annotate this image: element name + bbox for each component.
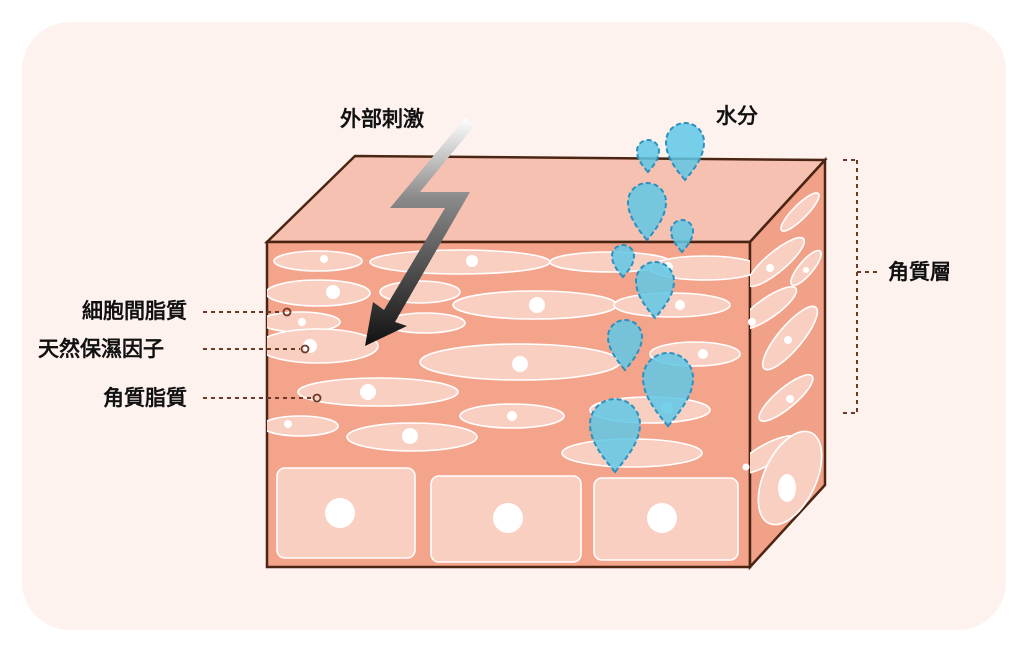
water-drop-icon — [588, 122, 706, 474]
external-stimulus-label: 外部刺激 — [340, 107, 424, 131]
intercellular-lipids-label: 細胞間脂質 — [82, 299, 187, 323]
keratin-lipids-label: 角質脂質 — [103, 386, 187, 410]
side-nuclei — [742, 264, 809, 502]
label-leader-lines — [203, 311, 312, 399]
leader-end-markers — [282, 307, 322, 403]
nmf-label: 天然保濕因子 — [38, 337, 164, 361]
lightning-arrow-icon — [365, 118, 475, 346]
water-label: 水分 — [716, 104, 758, 128]
stratum-corneum-label: 角質層 — [888, 260, 951, 284]
stratum-corneum-bracket — [843, 159, 878, 414]
skin-top-face — [263, 154, 828, 244]
